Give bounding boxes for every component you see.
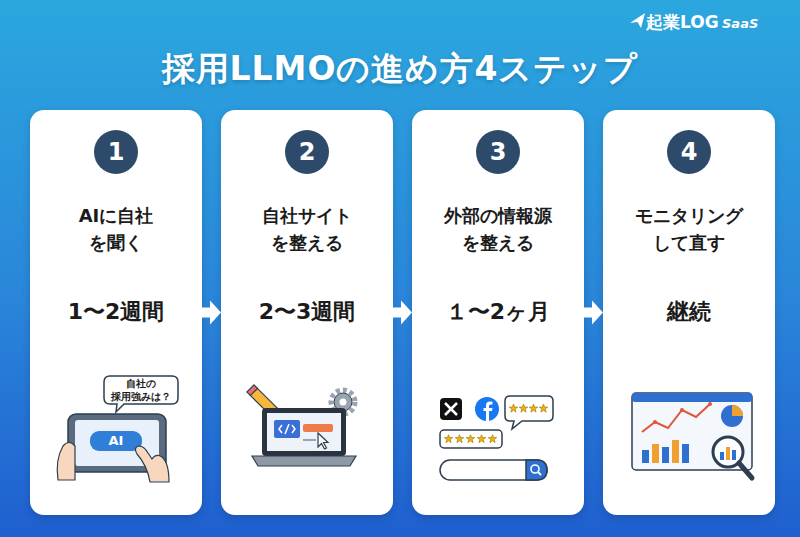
laptop-icon-part: [272, 410, 285, 423]
tablet-icon-part: [57, 443, 75, 481]
dashboard-icon-part: [653, 420, 657, 424]
step-heading: 自社サイト を整える: [247, 202, 367, 256]
laptop-icon-part: [303, 424, 333, 432]
step-card: モニタリング して直す継続 4: [603, 110, 775, 515]
dashboard-icon-part: [732, 450, 736, 460]
laptop-icon-part: [252, 456, 356, 466]
logo-icon-part: [630, 13, 645, 28]
tablet-icon-part: [104, 376, 178, 412]
dashboard-icon-part: [642, 450, 649, 463]
dashboard-icon-part: [721, 405, 743, 427]
laptop-icon-part: [318, 433, 328, 449]
dashboard-icon-part: [708, 402, 712, 406]
logo-text: 起業LOG: [646, 11, 726, 33]
step-duration: １〜2ヶ月: [412, 296, 584, 328]
step-card: 外部の情報源 を整える １〜2ヶ月 3: [412, 110, 584, 515]
step-duration: 2〜3週間: [221, 296, 393, 328]
laptop-icon-part: [247, 385, 286, 424]
laptop-icon-part: [279, 424, 295, 434]
reviews-icon-part: [539, 404, 548, 412]
reviews-icon-part: [440, 460, 547, 480]
logo-suffix: SaaS: [722, 15, 772, 33]
reviews-icon-part: [538, 472, 541, 475]
dashboard-icon-part: [662, 447, 669, 463]
dashboard-icon-part: [632, 393, 752, 402]
reviews-icon-part: [455, 435, 464, 443]
reviews-icon-part: [444, 435, 497, 443]
tablet-icon-part: [68, 414, 166, 472]
reviews-icon-part: [477, 435, 486, 443]
laptop-icon-part: [250, 388, 280, 418]
dashboard-icon-part: [672, 440, 679, 463]
reviews-icon-part: [444, 435, 453, 443]
reviews-icon-part: [509, 404, 548, 412]
step-heading: 外部の情報源 を整える: [438, 202, 558, 256]
reviews-icon-part: [505, 396, 553, 429]
reviews-icon-part: [488, 435, 497, 443]
reviews-icon-part: [531, 465, 539, 473]
reviews-icon-part: [440, 398, 462, 420]
dashboard-icon-part: [632, 393, 752, 470]
step-heading: モニタリング して直す: [629, 202, 749, 256]
tablet-icon-part: [90, 431, 142, 451]
reviews-icon-part: [484, 402, 493, 422]
tablet-icon: [57, 376, 178, 482]
diagram-title: 採用LLMOの進め方4ステップ: [0, 44, 800, 94]
step-number: 1: [94, 130, 138, 174]
reviews-icon-part: [466, 435, 475, 443]
step-card: 自社サイト を整える 2〜3週間 2: [221, 110, 393, 515]
step-number-circle: 3: [476, 130, 520, 174]
dashboard-icon-part: [720, 452, 724, 460]
step-arrow: [202, 301, 221, 325]
tablet-icon-part: [135, 446, 169, 482]
step-number: 4: [667, 130, 711, 174]
dashboard-icon-part: [652, 444, 659, 463]
step-heading: AIに自社 を聞く: [56, 202, 176, 256]
reviews-icon-part: [440, 430, 502, 448]
step-duration: 継続: [603, 296, 775, 328]
step-number: 3: [476, 130, 520, 174]
step-number-circle: 2: [285, 130, 329, 174]
dashboard-icon-part: [682, 444, 689, 463]
reviews-icon-part: [475, 397, 499, 421]
dashboard-icon-part: [739, 463, 752, 478]
reviews-icon-part: [526, 460, 547, 480]
laptop-icon-part: [340, 399, 347, 406]
reviews-icon-part: [445, 403, 457, 415]
laptop-icon-part: [331, 390, 355, 414]
dashboard-icon-part: [713, 437, 743, 467]
dashboard-icon-part: [726, 447, 730, 460]
laptop-icon-part: [267, 413, 341, 451]
reviews-icon: [440, 396, 553, 480]
dashboard-icon: [632, 393, 752, 478]
reviews-icon-part: [509, 404, 518, 412]
laptop-icon-part: [334, 393, 352, 411]
logo-icon: [630, 13, 645, 28]
laptop-icon: [247, 385, 356, 466]
step-duration: 1〜2週間: [30, 296, 202, 328]
reviews-icon-part: [529, 404, 538, 412]
step-number-circle: 1: [94, 130, 138, 174]
laptop-icon-part: [303, 439, 316, 441]
reviews-icon-part: [519, 404, 528, 412]
step-number: 2: [285, 130, 329, 174]
dashboard-icon-part: [732, 405, 743, 416]
laptop-icon-part: [247, 385, 258, 396]
tablet-icon-part: [75, 420, 159, 466]
step-number-circle: 4: [667, 130, 711, 174]
step-arrow: [584, 301, 603, 325]
laptop-icon-part: [274, 420, 300, 438]
step-card: AIに自社 を聞く 1〜2週間 1: [30, 110, 202, 515]
step-arrow: [393, 301, 412, 325]
dashboard-icon-part: [680, 408, 684, 412]
dashboard-icon-part: [642, 404, 710, 432]
laptop-icon-part: [262, 408, 346, 456]
